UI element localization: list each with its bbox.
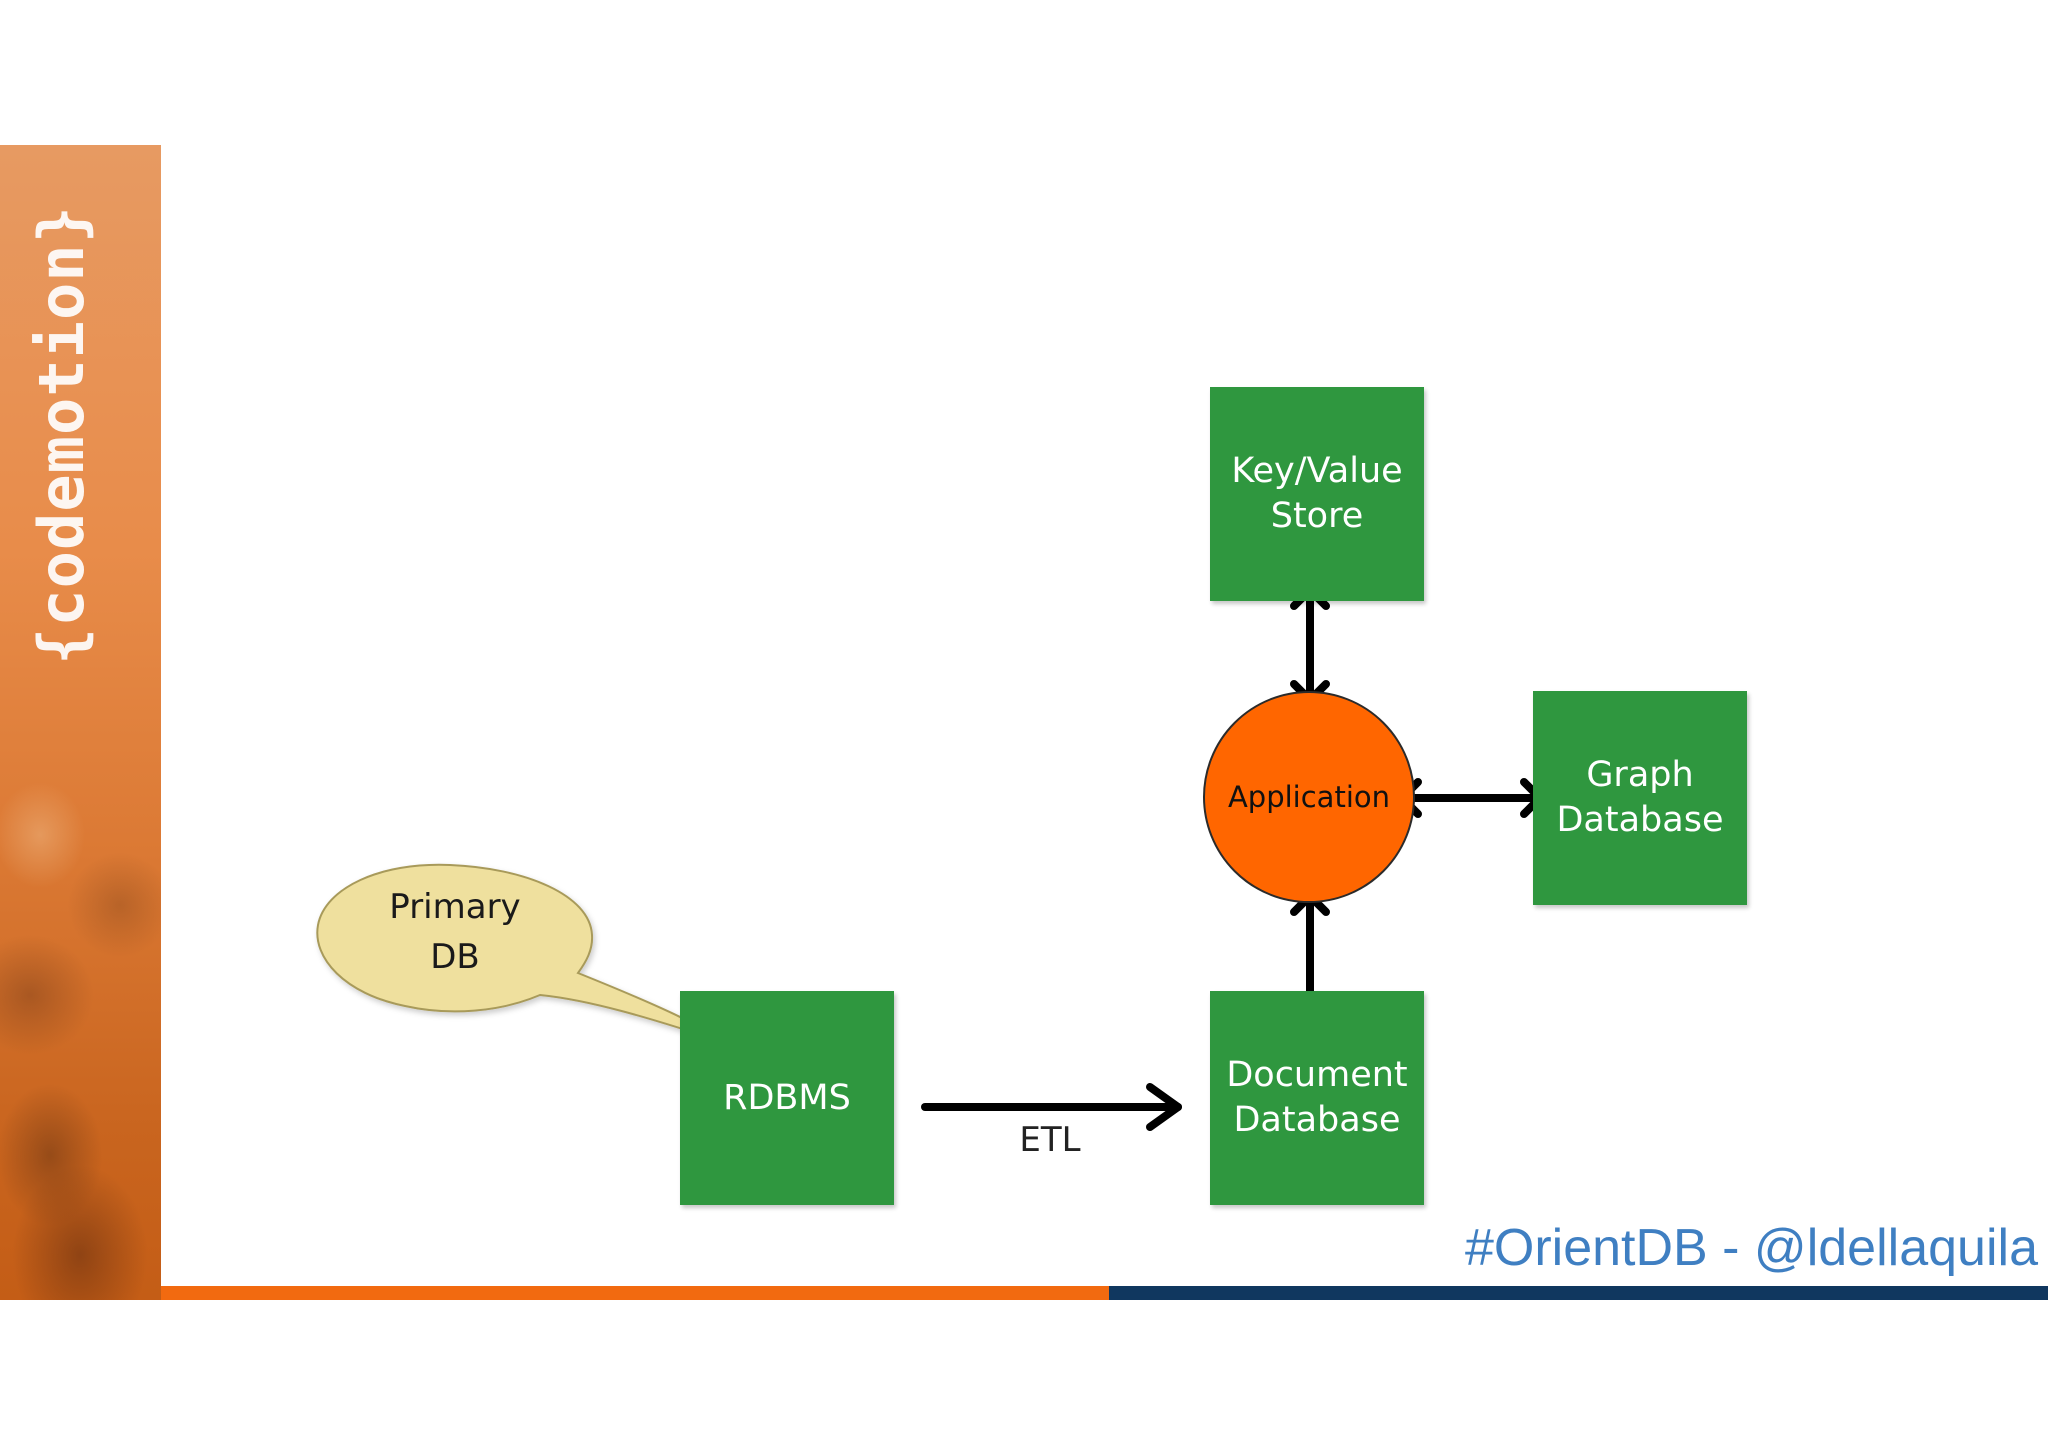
etl-edge-label: ETL (1019, 1120, 1081, 1160)
arrow-rdbms-document-etl-head (1146, 1083, 1182, 1131)
primary-db-callout-text: Primary DB (389, 887, 521, 977)
document-database-node: Document Database (1210, 991, 1424, 1205)
footer-hashtag: #OrientDB - @ldellaquila (1464, 1219, 2038, 1277)
footer-bar-navy (1109, 1286, 2048, 1300)
footer-bar-orange (161, 1286, 1109, 1300)
graph-database-node: Graph Database (1533, 691, 1747, 905)
codemotion-side-banner: {codemotion} (0, 145, 161, 1300)
application-node: Application (1203, 691, 1415, 903)
key-value-store-node: Key/Value Store (1210, 387, 1424, 601)
rdbms-node: RDBMS (680, 991, 894, 1205)
codemotion-logo: {codemotion} (25, 205, 98, 665)
